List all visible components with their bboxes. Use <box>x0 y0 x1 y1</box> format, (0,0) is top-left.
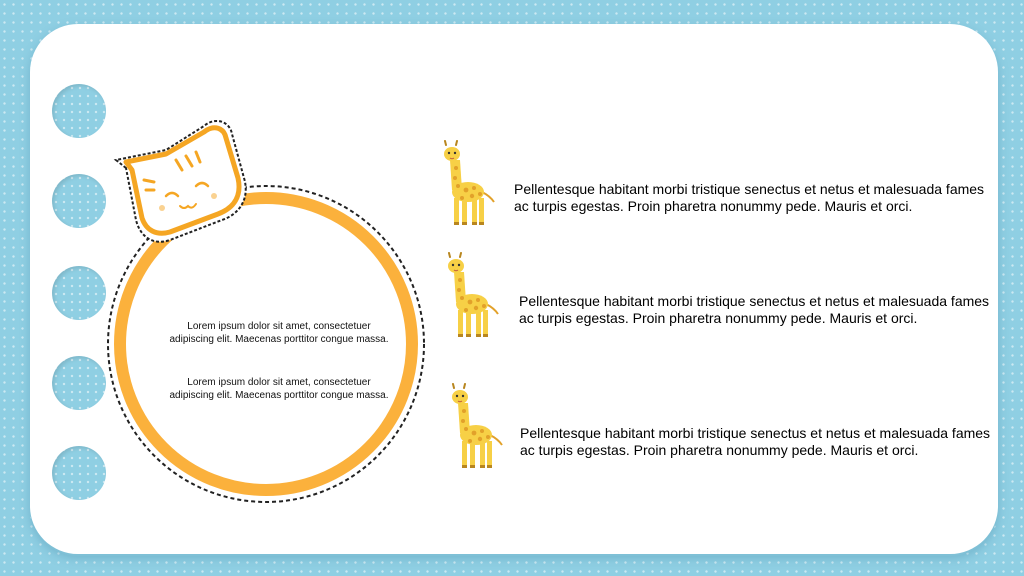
circle-paragraph-2: Lorem ipsum dolor sit amet, consectetuer… <box>169 377 389 401</box>
cat-icon <box>113 119 247 243</box>
item-text-1: Pellentesque habitant morbi tristique se… <box>514 181 985 214</box>
circle-paragraph-1: Lorem ipsum dolor sit amet, consectetuer… <box>169 321 389 345</box>
binder-hole <box>52 266 106 320</box>
item-text-3: Pellentesque habitant morbi tristique se… <box>520 425 991 458</box>
binder-hole <box>52 356 106 410</box>
giraffe-icon <box>443 140 495 226</box>
item-text-2: Pellentesque habitant morbi tristique se… <box>519 293 990 326</box>
binder-hole <box>52 174 106 228</box>
giraffe-icon <box>447 252 499 338</box>
orange-ring <box>114 192 418 496</box>
binder-hole <box>52 84 106 138</box>
cat-circle-frame <box>107 119 425 503</box>
giraffe-icon <box>451 383 503 469</box>
dashed-ring <box>107 185 425 503</box>
binder-hole <box>52 446 106 500</box>
